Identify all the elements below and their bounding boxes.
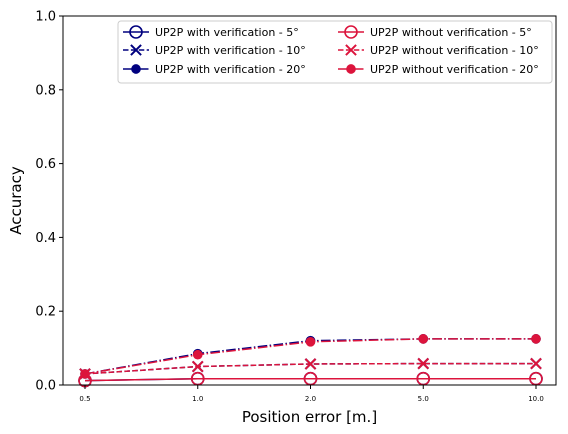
legend-entry: UP2P without verification - 5° xyxy=(338,25,532,39)
x-tick-label: 5.0 xyxy=(418,395,429,403)
legend-marker xyxy=(345,44,357,56)
legend-marker xyxy=(129,25,143,39)
series-2 xyxy=(79,357,542,380)
y-tick-label: 0.4 xyxy=(35,231,56,246)
legend-entry: UP2P with verification - 5° xyxy=(123,25,299,39)
x-axis-label: Position error [m.] xyxy=(242,408,377,426)
data-point xyxy=(531,334,541,344)
legend-entry: UP2P with verification - 20° xyxy=(123,63,306,76)
data-point xyxy=(418,334,429,344)
y-tick-label: 0.2 xyxy=(35,305,56,320)
series-layer xyxy=(78,334,543,388)
data-point xyxy=(530,357,542,370)
plot-frame xyxy=(62,15,557,386)
y-tick-label: 1.0 xyxy=(35,10,56,25)
series-5 xyxy=(79,357,542,380)
series-6 xyxy=(80,334,541,379)
legend-box xyxy=(117,20,553,84)
data-point xyxy=(304,358,317,370)
data-point xyxy=(192,349,203,360)
legend-marker xyxy=(346,64,356,74)
legend-entry: UP2P without verification - 20° xyxy=(338,63,539,76)
legend-label: UP2P with verification - 20° xyxy=(155,63,306,76)
legend-label: UP2P without verification - 20° xyxy=(370,63,539,76)
y-axis-label: Accuracy xyxy=(7,166,25,235)
x-tick-label: 0.5 xyxy=(79,395,90,403)
x-tick-label: 1.0 xyxy=(192,395,203,403)
legend-label: UP2P without verification - 10° xyxy=(370,44,539,57)
series-4 xyxy=(78,371,543,388)
data-point xyxy=(80,369,90,379)
y-tick-label: 0.6 xyxy=(35,157,56,172)
y-tick-label: 0.0 xyxy=(35,379,56,394)
legend-entry: UP2P with verification - 10° xyxy=(123,44,306,57)
legend-marker xyxy=(130,44,142,56)
series-line xyxy=(84,377,536,382)
y-axis: 0.0 0.2 0.4 0.6 0.8 1.0 xyxy=(35,10,63,394)
data-point xyxy=(417,357,430,370)
legend-marker xyxy=(344,25,358,39)
legend-label: UP2P with verification - 5° xyxy=(155,26,299,39)
data-point xyxy=(191,360,204,373)
x-axis: 0.5 1.0 2.0 5.0 10.0 xyxy=(79,385,544,403)
data-point xyxy=(305,337,316,347)
legend-marker xyxy=(131,64,141,74)
y-tick-label: 0.8 xyxy=(35,83,56,98)
x-tick-label: 10.0 xyxy=(528,395,544,403)
legend: UP2P with verification - 5° UP2P with ver… xyxy=(117,20,553,84)
legend-label: UP2P with verification - 10° xyxy=(155,44,306,57)
legend-entry: UP2P without verification - 10° xyxy=(338,44,539,57)
legend-label: UP2P without verification - 5° xyxy=(370,26,532,39)
x-tick-label: 2.0 xyxy=(305,395,316,403)
